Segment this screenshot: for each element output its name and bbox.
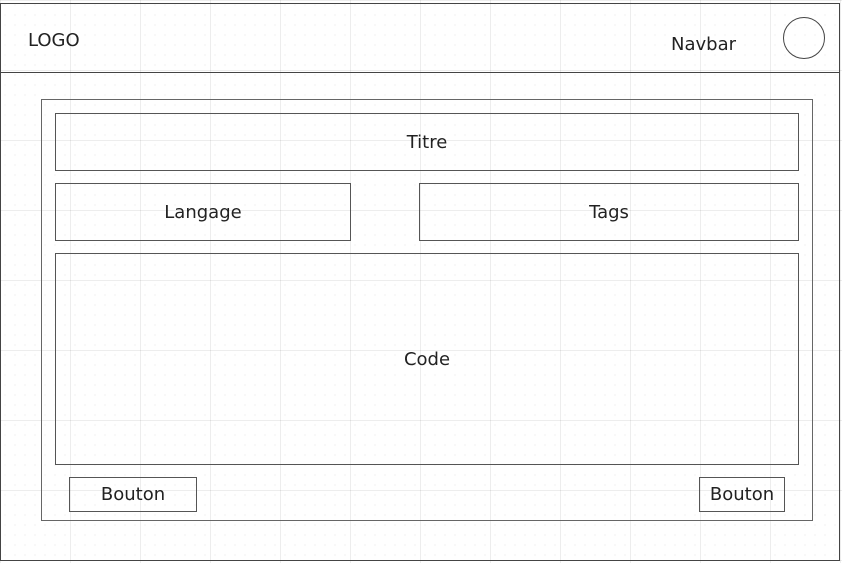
title-field-label: Titre <box>406 131 448 153</box>
tags-field-label: Tags <box>589 201 629 223</box>
code-editor-label: Code <box>403 348 451 370</box>
left-button[interactable]: Bouton <box>69 477 197 512</box>
right-button[interactable]: Bouton <box>699 477 785 512</box>
left-button-label: Bouton <box>100 484 166 505</box>
language-field-label: Langage <box>164 201 242 223</box>
code-editor[interactable]: Code <box>55 253 799 465</box>
navbar-label: Navbar <box>671 34 737 55</box>
title-field[interactable]: Titre <box>55 113 799 171</box>
main-container <box>41 99 813 521</box>
tags-field[interactable]: Tags <box>419 183 799 241</box>
page-frame <box>0 3 840 561</box>
language-field[interactable]: Langage <box>55 183 351 241</box>
avatar-icon[interactable] <box>783 17 825 59</box>
navbar: LOGO Navbar <box>0 3 840 73</box>
logo[interactable]: LOGO <box>28 30 80 51</box>
right-button-label: Bouton <box>709 484 775 505</box>
